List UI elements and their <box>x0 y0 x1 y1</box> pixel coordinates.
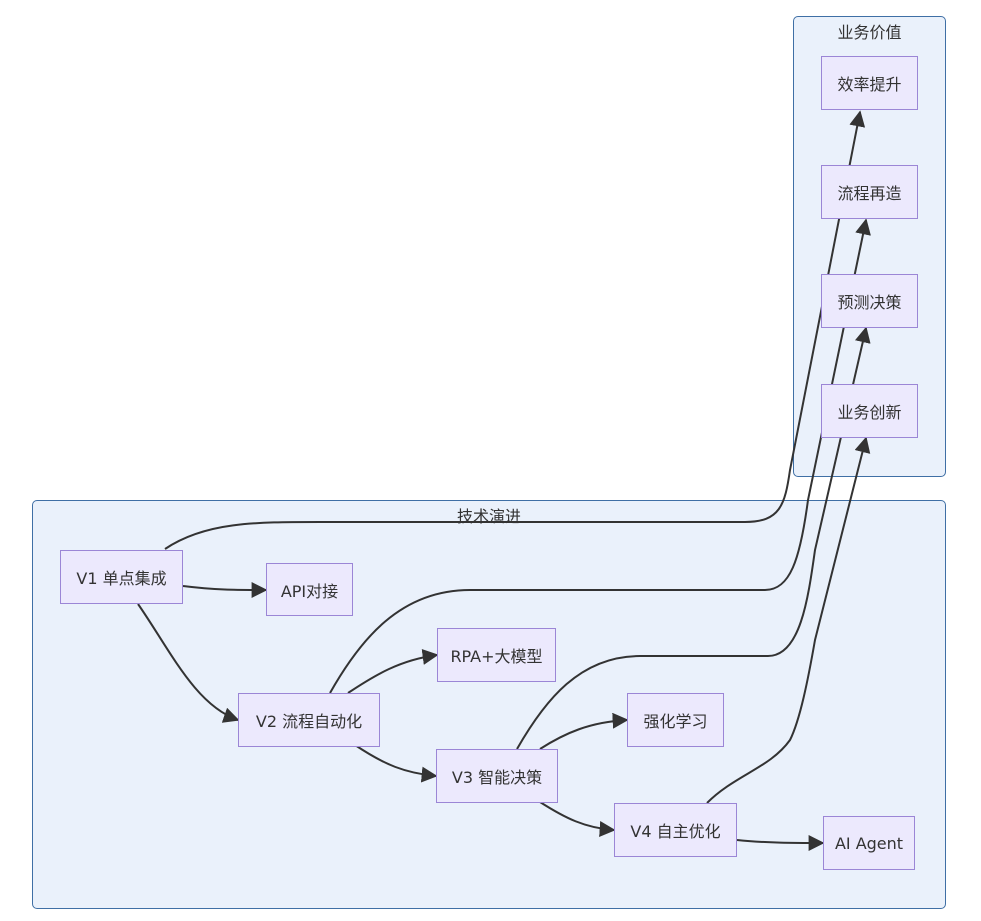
edge-v4-agent <box>736 834 825 851</box>
node-v2[interactable]: V2 流程自动化 <box>238 693 380 747</box>
node-predictive-decision-label: 预测决策 <box>837 293 902 312</box>
node-ai-agent-label: AI Agent <box>834 833 904 853</box>
edge-v2-rpa <box>347 649 439 694</box>
edge-v1-eff <box>164 110 866 550</box>
node-v2-label: V2 流程自动化 <box>255 712 363 731</box>
node-process-reengineering[interactable]: 流程再造 <box>821 165 918 219</box>
node-v4-label: V4 自主优化 <box>630 822 721 841</box>
edge-v2-v3 <box>354 744 438 783</box>
edge-v3-v4 <box>539 801 616 837</box>
node-v3[interactable]: V3 智能决策 <box>436 749 558 803</box>
node-v3-label: V3 智能决策 <box>451 768 543 787</box>
node-rl[interactable]: 强化学习 <box>627 693 724 747</box>
edge-v2-flow <box>329 218 871 694</box>
node-rpa-label: RPA+大模型 <box>450 647 543 666</box>
node-v1[interactable]: V1 单点集成 <box>60 550 183 604</box>
node-business-innovation-label: 业务创新 <box>837 403 902 422</box>
edge-v3-pred <box>516 326 871 750</box>
edge-v1-v2 <box>137 603 240 723</box>
node-v1-label: V1 单点集成 <box>76 569 167 588</box>
node-predictive-decision[interactable]: 预测决策 <box>821 274 918 328</box>
node-business-innovation[interactable]: 业务创新 <box>821 384 918 438</box>
node-rl-label: 强化学习 <box>643 712 708 731</box>
edge-v1-api <box>182 581 268 598</box>
node-efficiency[interactable]: 效率提升 <box>821 56 918 110</box>
node-efficiency-label: 效率提升 <box>837 75 902 94</box>
node-ai-agent[interactable]: AI Agent <box>823 816 915 870</box>
business-value-title: 业务价值 <box>837 23 902 42</box>
node-v4[interactable]: V4 自主优化 <box>614 803 737 857</box>
edge-v4-innov <box>706 436 871 804</box>
node-process-reengineering-label: 流程再造 <box>837 184 902 203</box>
edge-v3-rl <box>539 712 629 750</box>
node-api[interactable]: API对接 <box>266 563 353 616</box>
node-rpa[interactable]: RPA+大模型 <box>437 628 556 682</box>
node-api-label: API对接 <box>280 581 339 601</box>
